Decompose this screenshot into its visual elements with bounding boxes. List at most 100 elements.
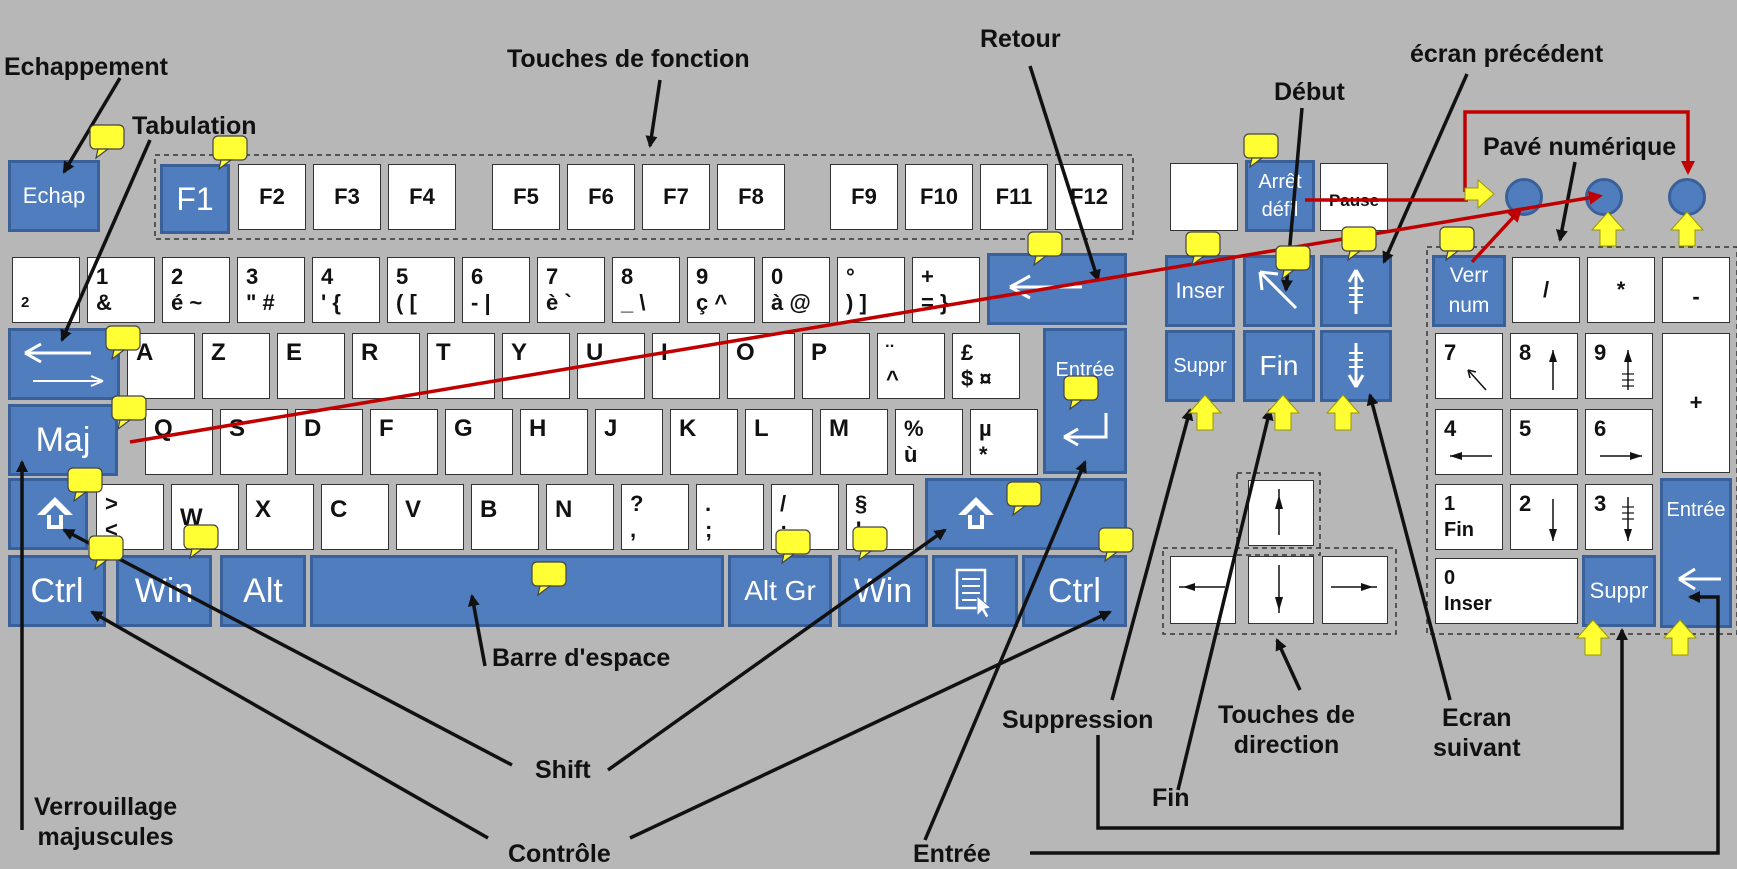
key-retour[interactable] [987,253,1127,325]
key-section[interactable]: § ! [846,484,914,550]
key-arrow-left[interactable] [1170,556,1236,624]
key-fin[interactable]: Fin [1243,330,1315,402]
key-l[interactable]: L [745,409,813,475]
key-page-down[interactable] [1320,330,1392,402]
key-win-left[interactable]: Win [116,555,212,627]
key-ctrl-right[interactable]: Ctrl [1022,555,1127,627]
key-inser[interactable]: Inser [1165,255,1235,327]
key-t[interactable]: T [427,333,495,399]
key-alt[interactable]: Alt [220,555,306,627]
key-debut[interactable] [1243,255,1315,327]
key-r[interactable]: R [352,333,420,399]
key-tab[interactable] [8,328,120,400]
key-print-screen[interactable] [1170,163,1238,231]
key-ctrl-left[interactable]: Ctrl [8,555,106,627]
key-arrow-right[interactable] [1322,556,1388,624]
key-f5[interactable]: F5 [492,164,560,230]
key-f7[interactable]: F7 [642,164,710,230]
key-z[interactable]: Z [202,333,270,399]
key-f1[interactable]: F1 [160,164,230,234]
key-less-greater[interactable]: > < [96,484,164,550]
key-6[interactable]: 6 - | [462,257,530,323]
key-y[interactable]: Y [502,333,570,399]
key-q[interactable]: Q [145,409,213,475]
key-numpad-3[interactable]: 3 [1585,484,1653,550]
key-numpad-8[interactable]: 8 [1510,333,1578,399]
key-plus-equal[interactable]: + = } [912,257,980,323]
key-page-up[interactable] [1320,255,1392,327]
key-numpad-star[interactable]: * [1587,257,1655,323]
key-space[interactable] [310,555,724,627]
key-7[interactable]: 7 è ` [537,257,605,323]
key-numpad-5[interactable]: 5 [1510,409,1578,475]
key-f3[interactable]: F3 [313,164,381,230]
key-maj[interactable]: Maj [8,404,118,476]
key-superscript-2[interactable]: 2 [12,257,80,323]
key-p[interactable]: P [802,333,870,399]
key-8[interactable]: 8 _ \ [612,257,680,323]
key-j[interactable]: J [595,409,663,475]
key-5[interactable]: 5 ( [ [387,257,455,323]
key-dot[interactable]: . ; [696,484,764,550]
key-f4[interactable]: F4 [388,164,456,230]
key-v[interactable]: V [396,484,464,550]
key-menu[interactable] [932,555,1018,627]
key-shift-left[interactable] [8,478,88,550]
key-entree[interactable]: Entrée [1043,328,1127,474]
key-0[interactable]: 0 à @ [762,257,830,323]
key-f10[interactable]: F10 [905,164,973,230]
key-e[interactable]: E [277,333,345,399]
key-numpad-minus[interactable]: - [1662,257,1730,323]
key-echap[interactable]: Echap [8,160,100,232]
key-4[interactable]: 4 ' { [312,257,380,323]
key-numpad-entree[interactable]: Entrée [1660,478,1732,628]
key-numpad-plus[interactable]: + [1662,333,1730,473]
key-suppr[interactable]: Suppr [1165,330,1235,402]
key-u[interactable]: U [577,333,645,399]
key-f12[interactable]: F12 [1055,164,1123,230]
key-n[interactable]: N [546,484,614,550]
key-numpad-6[interactable]: 6 [1585,409,1653,475]
key-f6[interactable]: F6 [567,164,635,230]
key-numpad-2[interactable]: 2 [1510,484,1578,550]
key-f8[interactable]: F8 [717,164,785,230]
key-arrow-up[interactable] [1248,480,1314,546]
key-pause[interactable]: Pause [1320,163,1388,231]
key-d[interactable]: D [295,409,363,475]
key-numpad-1[interactable]: 1 Fin [1435,484,1503,550]
key-x[interactable]: X [246,484,314,550]
key-verr-num[interactable]: Verr num [1432,255,1506,327]
key-question[interactable]: ? , [621,484,689,550]
key-arrow-down[interactable] [1248,556,1314,624]
key-1[interactable]: 1 & [87,257,155,323]
key-h[interactable]: H [520,409,588,475]
key-numpad-9[interactable]: 9 [1585,333,1653,399]
key-w[interactable]: W [171,484,239,550]
key-2[interactable]: 2 é ~ [162,257,230,323]
key-s[interactable]: S [220,409,288,475]
key-f11[interactable]: F11 [980,164,1048,230]
key-f[interactable]: F [370,409,438,475]
key-arret-defil[interactable]: Arrêt défil [1245,160,1315,232]
key-k[interactable]: K [670,409,738,475]
key-trema[interactable]: ¨ ^ [877,333,945,399]
key-numpad-suppr[interactable]: Suppr [1582,555,1656,627]
key-numpad-4[interactable]: 4 [1435,409,1503,475]
key-m[interactable]: M [820,409,888,475]
key-numpad-0[interactable]: 0 Inser [1435,558,1578,624]
key-slash[interactable]: / : [771,484,839,550]
key-9[interactable]: 9 ç ^ [687,257,755,323]
key-f2[interactable]: F2 [238,164,306,230]
key-alt-gr[interactable]: Alt Gr [728,555,832,627]
key-mu[interactable]: µ * [970,409,1038,475]
key-percent[interactable]: % ù [895,409,963,475]
key-o[interactable]: O [727,333,795,399]
key-g[interactable]: G [445,409,513,475]
key-shift-right[interactable] [925,478,1127,550]
key-degree[interactable]: ° ) ] [837,257,905,323]
key-numpad-slash[interactable]: / [1512,257,1580,323]
key-pound[interactable]: £ $ ¤ [952,333,1020,399]
key-a[interactable]: A [127,333,195,399]
key-numpad-7[interactable]: 7 [1435,333,1503,399]
key-c[interactable]: C [321,484,389,550]
